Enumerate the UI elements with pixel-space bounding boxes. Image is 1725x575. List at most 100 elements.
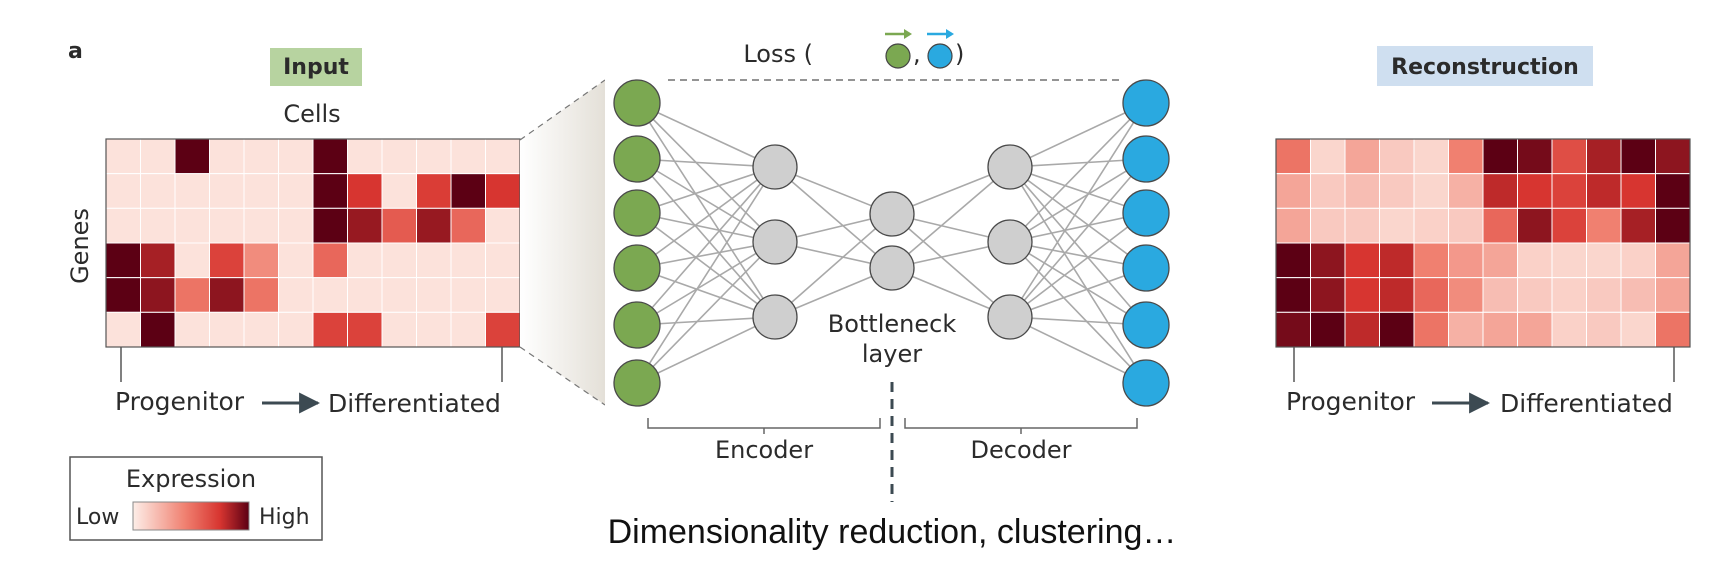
loss-label: Loss (	[743, 40, 813, 68]
network-edge	[636, 158, 776, 243]
loss-output-node-icon	[927, 43, 953, 69]
network-panel-bg	[605, 80, 1155, 405]
network-edge	[1009, 241, 1147, 326]
input-heatmap-cell	[381, 277, 417, 313]
network-edge	[1009, 267, 1147, 318]
input-heatmap-cell	[416, 242, 452, 279]
input-heatmap-cell	[450, 138, 486, 175]
recon-heatmap-cell	[1344, 277, 1380, 313]
network-edge	[636, 212, 776, 318]
input-heatmap-cell	[485, 277, 521, 313]
recon-heatmap-cell	[1379, 242, 1415, 279]
recon-heatmap-cell	[1275, 277, 1311, 313]
recon-heatmap-cell	[1344, 207, 1380, 244]
recon-axis-start: Progenitor	[1286, 387, 1416, 416]
recon-heatmap-cell	[1482, 173, 1518, 209]
network-edge	[1009, 316, 1147, 384]
input-heatmap-cell	[381, 173, 417, 209]
network-edge	[774, 213, 893, 318]
bottleneck-node	[869, 191, 915, 237]
input-heatmap-cell	[347, 311, 383, 348]
input-heatmap-cell	[347, 207, 383, 244]
encoder-hidden-node	[752, 144, 798, 190]
input-node	[613, 79, 661, 127]
recon-heatmap-cell	[1620, 207, 1656, 244]
loss-close: )	[955, 40, 964, 68]
decoder-hidden-node	[987, 219, 1033, 265]
output-node	[1122, 301, 1170, 349]
input-heatmap-cell	[243, 277, 279, 313]
input-node	[613, 359, 661, 407]
input-node	[613, 244, 661, 292]
input-heatmap-cell	[105, 242, 141, 279]
network-edge	[636, 166, 776, 214]
recon-heatmap-cell	[1551, 138, 1587, 175]
input-heatmap-cell	[312, 138, 348, 175]
recon-heatmap-cell	[1620, 277, 1656, 313]
legend-high-label: High	[259, 505, 310, 530]
input-heatmap-cell	[347, 138, 383, 175]
network-nodes	[613, 79, 1170, 407]
input-heatmap-cell	[243, 311, 279, 348]
input-heatmap-cell	[105, 138, 141, 175]
loss-output-arrowhead	[946, 29, 954, 39]
input-heatmap-cell	[278, 138, 314, 175]
output-node	[1122, 135, 1170, 183]
network-edge	[891, 166, 1011, 269]
input-heatmap-cell	[105, 277, 141, 313]
bottleneck-node	[869, 245, 915, 291]
recon-heatmap-cell	[1655, 277, 1691, 313]
network-edge	[636, 241, 776, 326]
recon-heatmap-cell	[1413, 242, 1449, 279]
input-heatmap-cell	[381, 138, 417, 175]
legend-title: Expression	[126, 465, 256, 493]
recon-heatmap-cell	[1620, 138, 1656, 175]
input-heatmap-cell	[140, 242, 176, 279]
reconstruction-title-bg	[1377, 46, 1593, 86]
input-heatmap-cell	[416, 173, 452, 209]
recon-heatmap-cell	[1310, 311, 1346, 348]
network-edge	[636, 166, 776, 326]
input-heatmap-cell	[347, 242, 383, 279]
decoder-hidden-node	[987, 144, 1033, 190]
network-edge	[1009, 166, 1147, 384]
output-node	[1122, 359, 1170, 407]
recon-heatmap-cell	[1448, 277, 1484, 313]
input-heatmap-cell	[209, 173, 245, 209]
recon-heatmap-cell	[1586, 277, 1622, 313]
recon-heatmap-cell	[1655, 173, 1691, 209]
recon-heatmap-cell	[1413, 207, 1449, 244]
recon-heatmap-cell	[1586, 207, 1622, 244]
expression-legend: Expression Low High	[69, 456, 323, 541]
recon-heatmap-cell	[1655, 138, 1691, 175]
output-node	[1122, 189, 1170, 237]
input-heatmap-cell	[209, 311, 245, 348]
recon-heatmap-cell	[1448, 138, 1484, 175]
genes-label: Genes	[66, 208, 94, 284]
input-heatmap-cell	[174, 311, 210, 348]
input-heatmap-cell	[485, 311, 521, 348]
recon-heatmap-cell	[1586, 311, 1622, 348]
input-heatmap-cell	[140, 207, 176, 244]
input-heatmap-cell	[278, 311, 314, 348]
input-heatmap	[105, 138, 521, 348]
recon-heatmap-cell	[1310, 138, 1346, 175]
network-edge	[636, 102, 776, 243]
recon-heatmap-cell	[1448, 207, 1484, 244]
network-edge	[1009, 166, 1147, 214]
network-edge	[1009, 241, 1147, 384]
network-edge	[1009, 158, 1147, 318]
input-heatmap-cell	[416, 311, 452, 348]
recon-heatmap-cell	[1551, 173, 1587, 209]
input-heatmap-cell	[485, 173, 521, 209]
recon-heatmap-cell	[1413, 277, 1449, 313]
input-heatmap-cell	[450, 242, 486, 279]
recon-heatmap-cell	[1482, 277, 1518, 313]
recon-heatmap-cell	[1310, 277, 1346, 313]
loss-input-arrowhead	[904, 29, 912, 39]
input-heatmap-cell	[243, 138, 279, 175]
input-heatmap-cell	[450, 173, 486, 209]
recon-heatmap-cell	[1482, 207, 1518, 244]
recon-heatmap-cell	[1655, 242, 1691, 279]
network-edge	[636, 102, 776, 168]
